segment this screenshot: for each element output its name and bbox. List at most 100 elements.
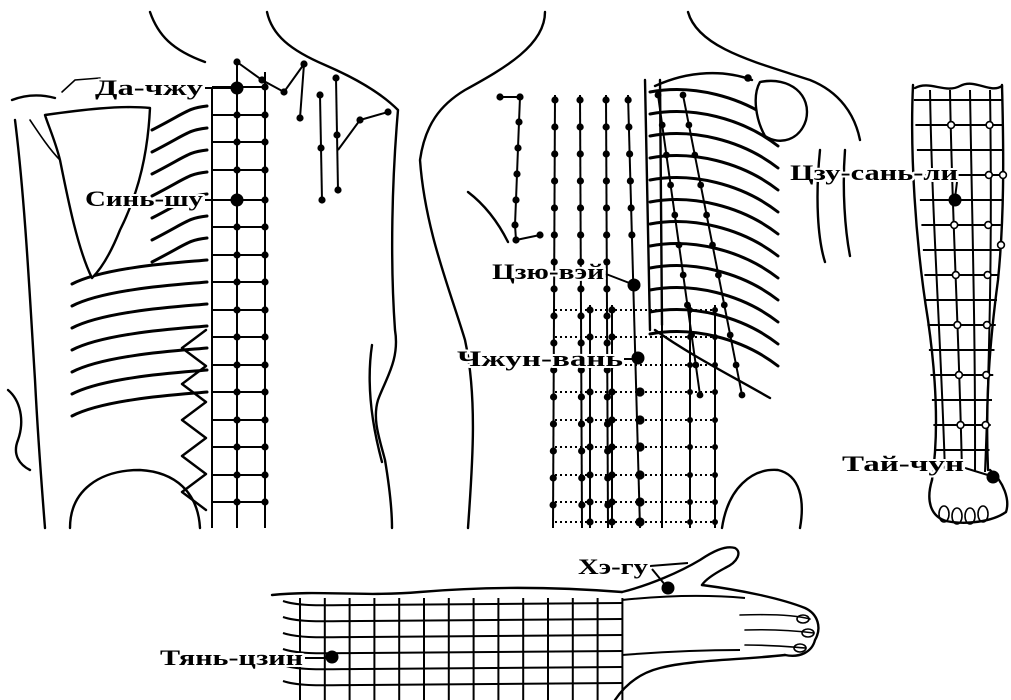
meridian-point-circle bbox=[954, 322, 961, 329]
meridian-line bbox=[622, 596, 745, 600]
meridian-point-circle bbox=[951, 222, 958, 229]
acupoint-chzhun-van: Чжун-вань bbox=[457, 346, 645, 371]
acupoint-label: Цзу-сань-ли bbox=[790, 160, 958, 185]
acupoint-labels: Да-чжу Синь-шу Цзю-вэй Чжун-вань Цзу-сан… bbox=[85, 75, 1000, 670]
meridian-point-dot bbox=[627, 177, 634, 184]
meridian-point-dot bbox=[233, 443, 240, 450]
meridian-point-dot bbox=[586, 471, 593, 478]
acupoint-dot bbox=[628, 279, 641, 292]
meridian-point-dot bbox=[608, 333, 615, 340]
meridian-point-dot bbox=[551, 123, 558, 130]
meridian-point-dot bbox=[676, 242, 683, 249]
acupoint-tszyu-vei: Цзю-вэй bbox=[492, 259, 641, 292]
clavicle-outline bbox=[655, 73, 752, 86]
rib-line bbox=[72, 370, 207, 394]
rib-line bbox=[72, 304, 207, 328]
meridian-point-dot bbox=[356, 116, 363, 123]
meridian-point-dot bbox=[261, 333, 268, 340]
meridian-point-dot bbox=[261, 361, 268, 368]
acupoint-label: Да-чжу bbox=[95, 75, 203, 100]
meridian-point-dot bbox=[635, 517, 644, 526]
meridian-point-dot bbox=[603, 258, 610, 265]
meridian-point-circle bbox=[984, 322, 991, 329]
meridian-point-dot bbox=[712, 499, 718, 505]
meridian-point-dot bbox=[577, 285, 584, 292]
meridian-point-dot bbox=[233, 223, 240, 230]
meridian-point-dot bbox=[551, 96, 558, 103]
meridian-point-dot bbox=[514, 144, 521, 151]
meridian-point-dot bbox=[727, 332, 734, 339]
meridian-point-dot bbox=[721, 302, 728, 309]
acupoint-sin-shu: Синь-шу bbox=[85, 186, 244, 211]
meridian-point-dot bbox=[233, 251, 240, 258]
meridian-point-dot bbox=[577, 123, 584, 130]
rib-line bbox=[152, 106, 207, 130]
meridian-point-dot bbox=[712, 444, 718, 450]
shoulder-meridians bbox=[233, 58, 391, 203]
meridian-point-dot bbox=[744, 74, 752, 82]
meridian-point-dot bbox=[233, 138, 240, 145]
meridian-point-circle bbox=[1000, 172, 1007, 179]
meridian-point-dot bbox=[655, 92, 662, 99]
meridian-point-dot bbox=[733, 362, 740, 369]
meridian-point-dot bbox=[550, 420, 557, 427]
sternum-outline bbox=[645, 80, 650, 330]
meridian-point-dot bbox=[233, 166, 240, 173]
meridian-point-circle bbox=[998, 242, 1005, 249]
meridian-point-dot bbox=[739, 392, 746, 399]
meridian-point-dot bbox=[513, 170, 520, 177]
acupoint-da-chzhu: Да-чжу bbox=[95, 75, 244, 100]
elbow-outline bbox=[8, 390, 30, 470]
meridian-point-dot bbox=[603, 123, 610, 130]
meridian-point-dot bbox=[635, 497, 644, 506]
rib-line bbox=[650, 266, 778, 300]
meridian-point-dot bbox=[686, 122, 693, 129]
meridian-point-dot bbox=[709, 242, 716, 249]
meridian-point-dot bbox=[515, 118, 522, 125]
meridian-point-circle bbox=[948, 122, 955, 129]
meridian-point-dot bbox=[334, 186, 341, 193]
meridian-point-dot bbox=[687, 472, 693, 478]
meridian-point-dot bbox=[712, 334, 718, 340]
meridian-point-circle bbox=[982, 422, 989, 429]
meridian-point-dot bbox=[663, 152, 670, 159]
meridian-point-dot bbox=[603, 150, 610, 157]
meridian-point-dot bbox=[261, 443, 268, 450]
meridian-point-dot bbox=[608, 518, 615, 525]
meridian-point-dot bbox=[261, 278, 268, 285]
meridian-point-dot bbox=[233, 471, 240, 478]
meridian-point-dot bbox=[635, 415, 644, 424]
meridian-point-dot bbox=[233, 111, 240, 118]
acupoint-dot bbox=[231, 82, 244, 95]
meridian-point-dot bbox=[233, 388, 240, 395]
meridian-line bbox=[553, 95, 555, 528]
meridian-point-dot bbox=[608, 306, 615, 313]
meridian-point-dot bbox=[577, 231, 584, 238]
meridian-crossline bbox=[283, 601, 622, 605]
meridian-line bbox=[628, 95, 640, 528]
meridian-point-dot bbox=[608, 443, 615, 450]
meridian-point-dot bbox=[551, 204, 558, 211]
meridian-point-dot bbox=[261, 416, 268, 423]
meridian-line bbox=[606, 95, 608, 528]
meridian-point-dot bbox=[586, 518, 593, 525]
meridian-point-dot bbox=[687, 362, 693, 368]
rib-line bbox=[72, 326, 207, 350]
meridian-point-dot bbox=[384, 108, 391, 115]
meridian-point-dot bbox=[687, 519, 693, 525]
meridian-point-dot bbox=[261, 166, 268, 173]
meridian-grid bbox=[212, 62, 269, 528]
meridian-point-circle bbox=[984, 272, 991, 279]
rib-line bbox=[650, 134, 778, 168]
meridian-point-dot bbox=[576, 96, 583, 103]
meridian-point-dot bbox=[578, 420, 585, 427]
meridian-point-dot bbox=[586, 416, 593, 423]
meridian-point-dot bbox=[578, 393, 585, 400]
meridian-point-dot bbox=[628, 204, 635, 211]
meridian-point-dot bbox=[261, 306, 268, 313]
meridian-point-dot bbox=[233, 361, 240, 368]
rib-line bbox=[152, 128, 207, 152]
meridian-line bbox=[930, 90, 945, 472]
meridian-point-dot bbox=[550, 312, 557, 319]
